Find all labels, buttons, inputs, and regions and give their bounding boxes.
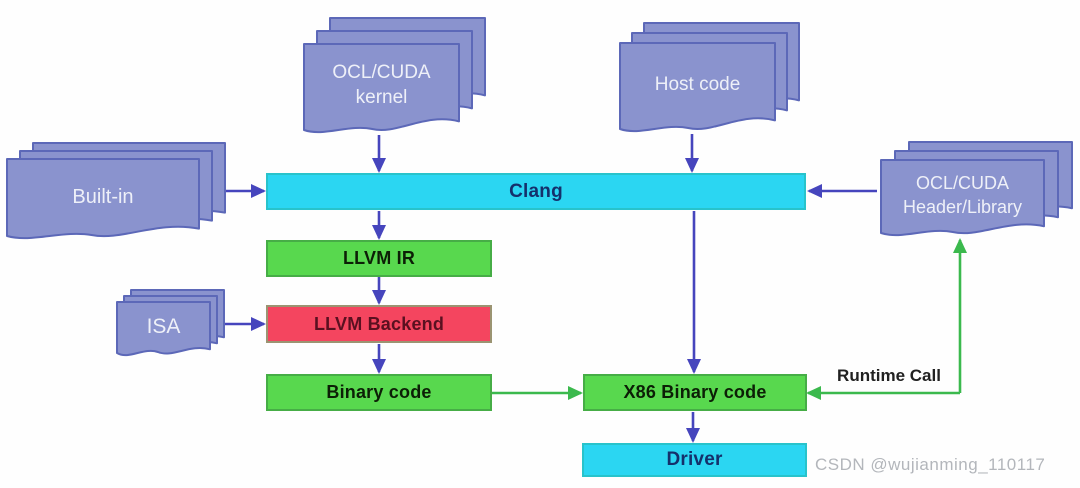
x86-binary-code-box: X86 Binary code xyxy=(583,374,807,411)
ocl-cuda-header-library-stack: OCL/CUDA Header/Library xyxy=(879,140,1074,243)
binary-code-label: Binary code xyxy=(326,382,432,402)
document-stack-icon xyxy=(6,142,226,240)
driver-box: Driver xyxy=(582,443,807,477)
llvm-ir-label: LLVM IR xyxy=(342,248,416,268)
document-stack-icon xyxy=(880,141,1073,237)
isa-label: ISA xyxy=(146,314,181,338)
driver-label: Driver xyxy=(666,449,723,470)
clang-label: Clang xyxy=(509,180,563,202)
ocl-cuda-kernel-stack: OCL/CUDA kernel xyxy=(302,16,487,140)
runtime-call-label: Runtime Call xyxy=(837,366,941,385)
ocl-cuda-header-library-label: OCL/CUDA Header/Library xyxy=(902,173,1023,217)
built-in-stack: Built-in xyxy=(5,141,227,246)
x86-binary-code-label: X86 Binary code xyxy=(623,382,767,402)
document-stack-icon xyxy=(303,17,486,134)
llvm-ir-box: LLVM IR xyxy=(266,240,492,277)
document-stack-icon xyxy=(619,22,800,133)
host-code-label: Host code xyxy=(654,73,741,95)
host-code-stack: Host code xyxy=(618,21,801,139)
llvm-backend-label: LLVM Backend xyxy=(313,313,445,334)
document-stack-icon xyxy=(116,289,225,357)
ocl-cuda-kernel-label: OCL/CUDA kernel xyxy=(332,62,431,108)
built-in-label: Built-in xyxy=(72,185,134,208)
clang-box: Clang xyxy=(266,173,806,210)
llvm-backend-box: LLVM Backend xyxy=(266,305,492,343)
isa-stack: ISA xyxy=(115,288,226,363)
csdn-watermark: CSDN @wujianming_110117 xyxy=(815,455,1046,474)
binary-code-box: Binary code xyxy=(266,374,492,411)
